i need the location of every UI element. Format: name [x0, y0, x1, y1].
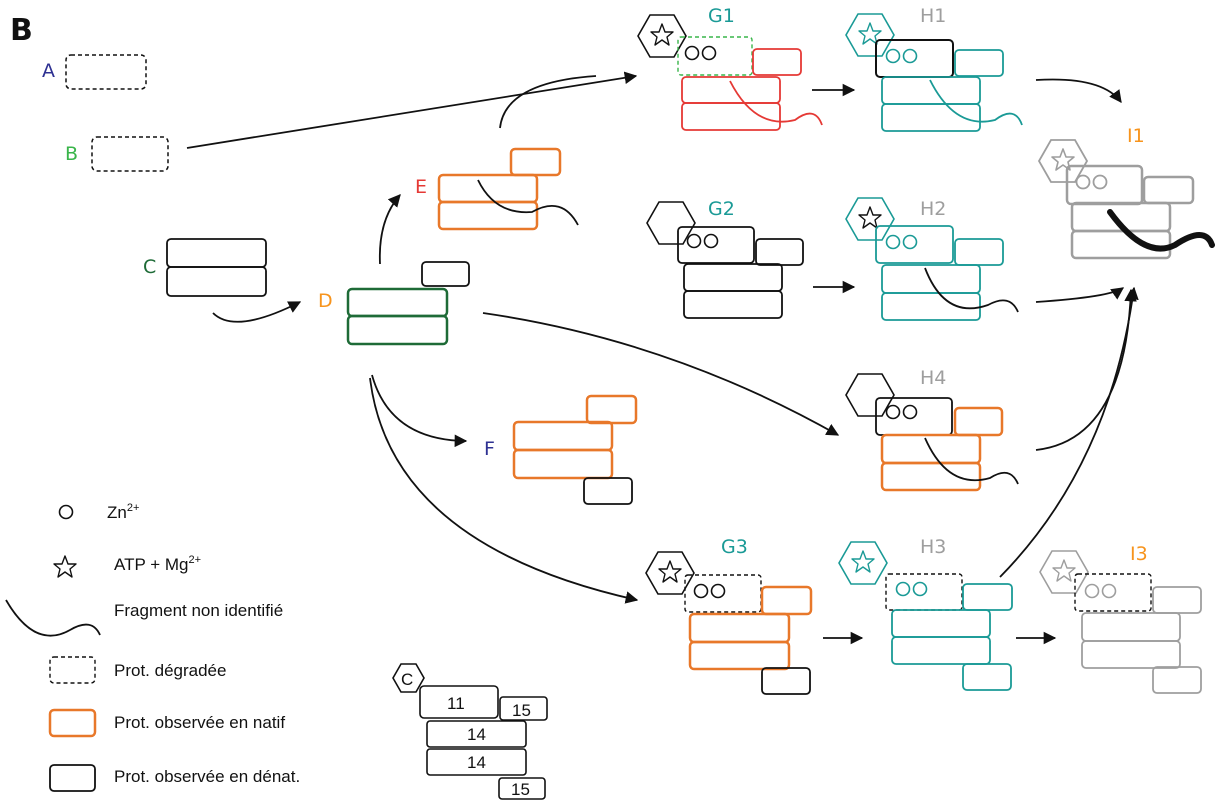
- fragment-legend-icon: [5, 599, 101, 637]
- zn-ion-icon: [1075, 174, 1091, 190]
- label-d: D: [318, 290, 333, 312]
- complex-h2: [845, 197, 1019, 321]
- panel-label: B: [10, 13, 33, 48]
- atp-star-icon: [858, 22, 882, 45]
- label-h2: H2: [920, 198, 946, 220]
- zn-ion-icon: [885, 234, 901, 250]
- complex-i1: [1037, 139, 1215, 260]
- complex-h3: [838, 541, 1013, 691]
- zn-ion-icon: [902, 234, 918, 250]
- key-subunit-15-top: 15: [512, 701, 531, 720]
- label-a: A: [42, 60, 55, 82]
- zn-ion-icon: [684, 45, 700, 61]
- zn-ion-icon: [912, 581, 928, 597]
- zn-legend-icon: [58, 504, 74, 520]
- arrow-d-to-e: [378, 194, 401, 265]
- arrow-c-to-d: [212, 301, 302, 323]
- arrow-e-to-g1: [499, 75, 597, 129]
- node-labels: A B C D E F G1 G2 G3 H1 H2 H3 H4 I1 I3: [42, 5, 1148, 565]
- key-subunit-11: 11: [447, 694, 465, 713]
- complex-i3: [1039, 550, 1202, 694]
- arrow-d-to-h4: [482, 312, 840, 436]
- hexagon-icon: [645, 551, 695, 595]
- key-hexagon-label: C: [401, 670, 413, 689]
- label-h3: H3: [920, 536, 946, 558]
- label-b: B: [65, 143, 78, 165]
- label-c: C: [143, 256, 156, 278]
- label-e: E: [415, 176, 427, 198]
- hexagon-icon: [845, 373, 895, 417]
- arrow-h1-to-i1: [1035, 78, 1122, 104]
- label-g3: G3: [721, 536, 748, 558]
- atp-star-icon: [851, 550, 875, 573]
- zn-ion-icon: [1084, 583, 1100, 599]
- atp-star-icon: [1051, 148, 1075, 171]
- complex-c: [166, 238, 267, 297]
- arrow-h2-to-i1: [1035, 287, 1125, 303]
- zn-ion-icon: [885, 48, 901, 64]
- legend-fragment: Fragment non identifié: [114, 601, 283, 620]
- label-g2: G2: [708, 198, 735, 220]
- arrows: [186, 71, 1139, 645]
- arrow-d-to-g3: [369, 377, 639, 604]
- zn-ion-icon: [686, 233, 702, 249]
- complex-f: [512, 394, 638, 505]
- hexagon-icon: [637, 14, 687, 58]
- label-h4: H4: [920, 367, 946, 389]
- native-legend-icon: [48, 708, 97, 738]
- label-i1: I1: [1127, 125, 1145, 147]
- atp-star-icon: [650, 23, 674, 46]
- zn-ion-icon: [885, 404, 901, 420]
- zn-ion-icon: [701, 45, 717, 61]
- legend: Zn2+ ATP + Mg2+ Fragment non identifié P…: [5, 502, 300, 792]
- atp-star-icon: [658, 560, 682, 583]
- complex-a-degraded: [65, 54, 147, 90]
- complex-g2: [646, 201, 804, 319]
- key-subunit-15-bottom: 15: [511, 780, 530, 799]
- zn-ion-icon: [693, 583, 709, 599]
- label-f: F: [484, 438, 495, 460]
- legend-native: Prot. observée en natif: [114, 713, 285, 732]
- label-i3: I3: [1130, 543, 1148, 565]
- key-subunit-14-b: 14: [467, 753, 486, 772]
- legend-zn: Zn2+: [107, 502, 139, 522]
- label-g1: G1: [708, 5, 735, 27]
- complex-key: [392, 663, 548, 800]
- hexagon-icon: [392, 663, 425, 693]
- hexagon-icon: [845, 197, 895, 241]
- complex-b-degraded: [91, 136, 169, 172]
- complex-g3: [645, 551, 813, 695]
- zn-ion-icon: [902, 48, 918, 64]
- legend-denat: Prot. observée en dénat.: [114, 767, 300, 786]
- zn-ion-icon: [895, 581, 911, 597]
- hexagon-icon: [1037, 139, 1089, 183]
- label-h1: H1: [920, 5, 946, 27]
- arrow-h3-to-i1: [999, 286, 1139, 578]
- denat-legend-icon: [49, 764, 96, 792]
- complex-e: [437, 147, 579, 231]
- zn-ion-icon: [710, 583, 726, 599]
- zn-ion-icon: [703, 233, 719, 249]
- complex-d: [346, 261, 470, 346]
- atp-star-icon: [858, 206, 882, 229]
- hexagon-icon: [1039, 550, 1089, 594]
- zn-ion-icon: [902, 404, 918, 420]
- degraded-legend-icon: [49, 656, 96, 684]
- complex-h4: [845, 373, 1019, 492]
- complex-h1: [845, 13, 1023, 132]
- atp-legend-star-icon: [53, 555, 77, 578]
- zn-ion-icon: [1092, 174, 1108, 190]
- key-subunit-14-a: 14: [467, 725, 486, 744]
- legend-degraded: Prot. dégradée: [114, 661, 226, 680]
- hexagon-icon: [646, 201, 696, 245]
- complex-g1: [637, 14, 823, 131]
- atp-star-icon: [1052, 559, 1076, 582]
- arrow-d-to-f: [371, 374, 468, 448]
- hexagon-icon: [838, 541, 888, 585]
- arrow-b-to-g1: [186, 71, 638, 149]
- zn-ion-icon: [1101, 583, 1117, 599]
- legend-atp: ATP + Mg2+: [114, 554, 201, 574]
- hexagon-icon: [845, 13, 895, 57]
